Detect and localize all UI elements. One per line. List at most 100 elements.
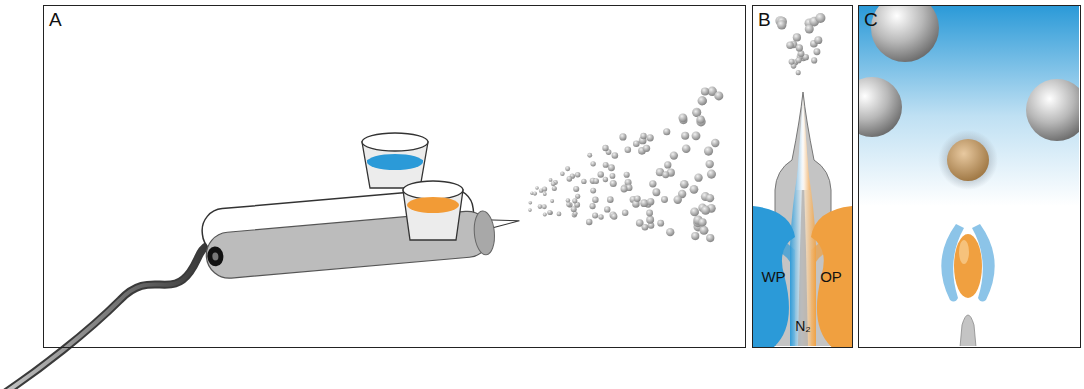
droplet: [640, 133, 646, 139]
droplet: [621, 186, 628, 193]
droplet: [793, 33, 801, 41]
droplet: [572, 198, 577, 203]
droplet: [649, 180, 656, 187]
droplet: [542, 186, 547, 191]
droplet: [587, 153, 592, 158]
droplet: [707, 170, 716, 179]
droplet: [657, 220, 664, 227]
spray-droplets: [528, 87, 723, 243]
droplet: [795, 57, 801, 63]
droplet: [575, 194, 580, 199]
droplet: [640, 199, 648, 207]
droplet: [633, 140, 640, 147]
oil-cup: [403, 181, 463, 240]
panel-frame: A: [43, 5, 746, 348]
droplet: [547, 210, 552, 215]
droplet: [692, 108, 701, 117]
droplet: [796, 70, 801, 75]
droplet: [560, 172, 565, 177]
droplet: [567, 176, 573, 182]
droplet: [575, 172, 580, 177]
droplet: [666, 228, 674, 236]
panel-letter: C: [864, 9, 878, 31]
droplet: [608, 164, 615, 171]
droplet: [678, 113, 687, 122]
droplet: [814, 36, 822, 44]
droplet: [692, 131, 701, 140]
droplet: [602, 145, 608, 151]
droplet: [805, 25, 814, 34]
droplet: [646, 210, 653, 217]
droplet: [529, 201, 533, 205]
droplet: [611, 213, 617, 219]
droplet: [603, 162, 609, 168]
droplet: [701, 87, 709, 95]
droplet: [661, 196, 668, 203]
droplet: [551, 181, 556, 186]
droplet: [690, 207, 699, 216]
droplet: [590, 203, 596, 209]
phase-label: OP: [820, 268, 842, 285]
droplet: [550, 199, 554, 203]
droplet: [663, 128, 670, 135]
droplet: [647, 198, 654, 205]
droplet: [694, 173, 702, 181]
droplet: [705, 160, 713, 168]
droplet: [603, 177, 608, 182]
droplet: [796, 44, 803, 51]
droplet: [590, 161, 595, 166]
droplet: [674, 195, 682, 203]
droplet: [535, 186, 539, 190]
droplet: [581, 179, 586, 184]
droplet: [625, 147, 632, 154]
droplet: [711, 139, 719, 147]
droplet: [662, 171, 669, 178]
droplet: [815, 13, 825, 23]
droplet: [571, 206, 577, 212]
droplet: [565, 166, 570, 171]
droplet: [542, 204, 547, 209]
droplet: [698, 97, 707, 106]
droplet: [607, 196, 614, 203]
droplet: [706, 234, 714, 242]
droplet: [610, 180, 617, 187]
droplet: [777, 20, 786, 29]
droplet: [552, 186, 557, 191]
droplet: [598, 214, 603, 219]
droplet: [811, 57, 817, 63]
droplet: [698, 218, 706, 226]
droplet: [699, 226, 708, 235]
droplet: [643, 145, 650, 152]
panel-letter: A: [49, 9, 62, 31]
droplet: [696, 116, 704, 124]
droplet: [670, 151, 678, 159]
droplet: [549, 178, 553, 182]
droplet: [543, 213, 547, 217]
droplet: [573, 186, 579, 192]
panel-frame: BWPOP: [752, 5, 853, 348]
cable: [0, 244, 210, 389]
droplet: [538, 204, 543, 209]
panel-letter: B: [758, 9, 771, 31]
droplet: [714, 91, 723, 100]
spray-droplets: [775, 13, 825, 75]
droplet: [704, 146, 713, 155]
droplet: [528, 208, 532, 212]
oil-phase: OP: [811, 206, 852, 347]
droplet-closeup: [859, 6, 1079, 346]
droplet: [592, 197, 598, 203]
droplet: [680, 180, 689, 189]
droplet: [566, 202, 571, 207]
droplet: [690, 185, 699, 194]
atomiser-body: [200, 183, 522, 280]
droplet: [624, 172, 630, 178]
droplet: [634, 195, 641, 202]
droplet: [691, 232, 699, 240]
panel-frame: C: [858, 5, 1081, 348]
droplet: [604, 206, 610, 212]
droplet: [789, 59, 795, 65]
droplet: [593, 178, 599, 184]
